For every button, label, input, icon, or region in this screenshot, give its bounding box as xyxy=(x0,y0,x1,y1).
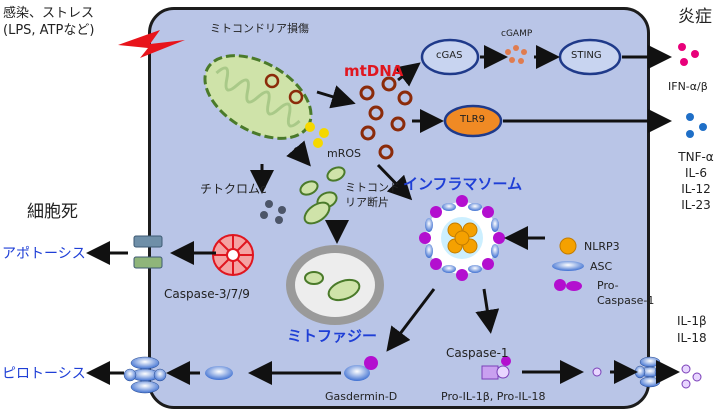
cgamp-dots xyxy=(505,45,527,64)
il-dots xyxy=(681,364,702,389)
inflammasome-complex xyxy=(419,195,505,281)
legend-asc: ASC xyxy=(590,260,613,273)
lightning-icon xyxy=(118,30,185,58)
mitochondrial-fragments xyxy=(299,166,346,225)
ifn-label: IFN-α/β xyxy=(668,80,708,93)
mtdna-label: mtDNA xyxy=(344,62,404,80)
il-out-label-1: IL-18 xyxy=(677,331,707,345)
tlr9-node xyxy=(443,104,503,138)
cgas-node xyxy=(420,38,480,76)
stimulus-label-line1: 感染、ストレス xyxy=(3,6,95,21)
pyroptosis-pore-icon xyxy=(123,356,167,394)
cytochrome-c-label: チトクロムc xyxy=(200,182,267,196)
gasdermin-label: Gasdermin-D xyxy=(325,390,398,403)
cell-death-label: 細胞死 xyxy=(27,202,78,222)
fragments-label-line2: リア断片 xyxy=(345,196,389,209)
fragments-label-line1: ミトコンド xyxy=(345,181,400,194)
pyroptosis-label: ピロトーシス xyxy=(2,366,86,382)
cytokine-dots xyxy=(686,113,707,138)
apoptosis-label: アポトーシス xyxy=(2,246,86,262)
mitophagy-label: ミトファジー xyxy=(287,327,378,345)
caspase-379-label: Caspase-3/7/9 xyxy=(164,287,250,301)
nlrp3-icon xyxy=(559,237,577,255)
cytokine-label-1: IL-6 xyxy=(685,166,707,180)
mros-label: mROS xyxy=(327,147,361,160)
pro-caspase1-icon xyxy=(554,279,582,291)
il-mature-dot xyxy=(592,367,602,377)
caspase-pore-icon xyxy=(133,235,163,269)
tlr9-label: TLR9 xyxy=(460,114,485,125)
cgas-label: cGAS xyxy=(436,50,463,61)
asc-icon xyxy=(552,261,584,271)
mitophagosome xyxy=(286,245,384,325)
mros-dots xyxy=(305,122,329,148)
pro-il-label: Pro-IL-1β, Pro-IL-18 xyxy=(441,390,546,403)
cytokine-label-3: IL-23 xyxy=(681,198,711,212)
mito-damage-label: ミトコンドリア損傷 xyxy=(210,22,309,35)
cytokine-label-2: IL-12 xyxy=(681,182,711,196)
ifn-dots xyxy=(678,43,699,66)
gasdermin-n-fragment xyxy=(205,366,233,380)
il-out-label-0: IL-1β xyxy=(677,314,707,328)
pathway-arrows xyxy=(86,45,680,385)
legend-nlrp3: NLRP3 xyxy=(584,240,620,253)
legend-procasp-line1: Pro- xyxy=(597,279,619,292)
mtdna-rings xyxy=(359,76,413,160)
stimulus-label-line2: (LPS, ATPなど) xyxy=(3,23,95,38)
inflammasome-label: インフラマソーム xyxy=(403,175,523,193)
legend-procasp-line2: Caspase-1 xyxy=(597,294,655,307)
cytochrome-c-dots xyxy=(260,200,286,224)
cgamp-label: cGAMP xyxy=(501,29,533,39)
inflammation-label: 炎症 xyxy=(678,7,712,27)
pro-il-icon xyxy=(481,356,511,380)
caspase1-label: Caspase-1 xyxy=(446,346,509,360)
sting-label: STING xyxy=(571,50,602,61)
damaged-mitochondrion xyxy=(203,54,313,140)
cytokine-label-0: TNF-α xyxy=(678,150,714,164)
apoptosome-icon xyxy=(212,234,254,276)
gasdermin-d-icon xyxy=(344,356,378,381)
sting-node xyxy=(558,38,622,76)
il-release-pore-icon xyxy=(634,356,666,388)
